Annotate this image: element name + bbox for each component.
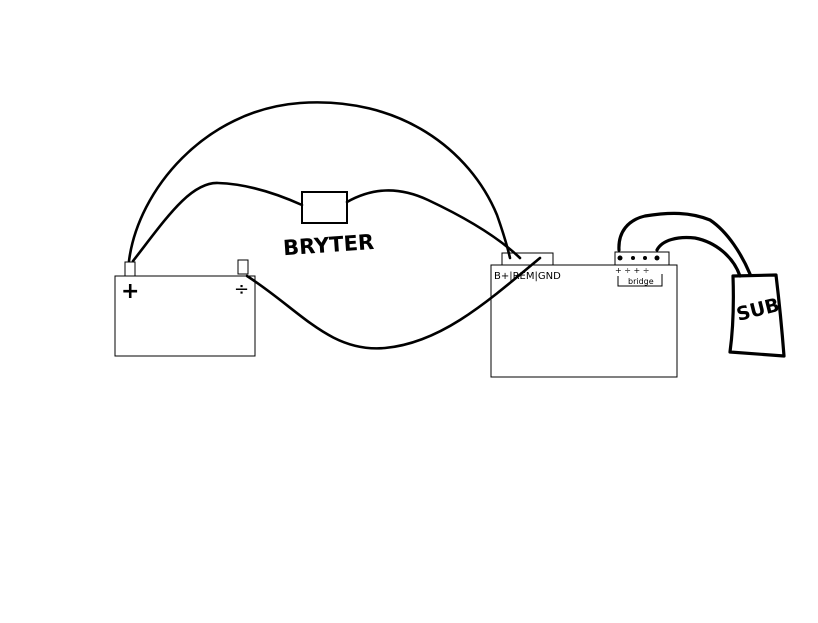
speaker-wire-right [655,235,742,278]
switch-box [301,191,348,224]
bridge-bracket [617,274,663,287]
subwoofer-label: SUB [734,294,782,326]
switch-feed-wire [131,181,304,263]
amplifier-speaker-terminal-block [614,251,670,266]
battery-body [114,275,256,357]
amplifier-body [490,264,678,378]
power-wire [127,101,512,263]
subwoofer-box [728,273,786,358]
amplifier-speaker-terminal-labels: + ÷ + ÷ [615,266,649,275]
amplifier-power-terminal-block [501,252,554,266]
speaker-terminal-1 [617,255,623,261]
amplifier-power-label: B+|REM|GND [494,271,561,282]
amplifier: B+|REM|GND + ÷ + ÷ bridge [490,251,678,378]
remote-wire [345,189,522,260]
speaker-terminal-4 [654,255,660,261]
speaker-terminal-3 [643,256,647,260]
battery: + ÷ [114,259,256,357]
battery-plus-label: + [121,279,139,304]
speaker-wires [617,211,752,278]
amplifier-speaker-label: bridge [628,277,654,286]
speaker-wire-left [617,211,752,276]
subwoofer: SUB [728,273,786,358]
wires [127,101,542,350]
speaker-terminal-2 [631,256,635,260]
battery-positive-terminal [124,261,136,277]
battery-minus-label: ÷ [234,279,249,300]
switch-label: BRYTER [282,230,375,260]
battery-negative-terminal [237,259,249,275]
